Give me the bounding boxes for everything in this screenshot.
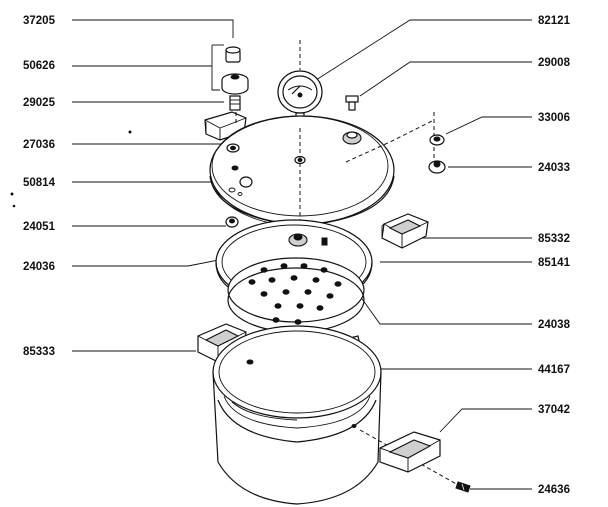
screw-29008	[345, 95, 359, 111]
part-label-44167: 44167	[538, 364, 570, 376]
vent-pipe-29025	[229, 95, 241, 111]
part-label-37205: 37205	[23, 15, 56, 27]
leader-29008	[359, 61, 532, 97]
part-label-29025: 29025	[23, 97, 56, 109]
rack-24038	[227, 257, 365, 333]
part-labels: 37205 50626 29025 27036 50814 24051 2403…	[23, 15, 571, 496]
part-label-85141: 85141	[538, 257, 571, 269]
part-label-24038: 24038	[538, 319, 571, 331]
part-label-33006: 33006	[538, 112, 570, 124]
part-label-50814: 50814	[23, 177, 56, 189]
vent-pipe-assembly	[221, 46, 249, 111]
nut-24033	[428, 160, 446, 174]
pot-rim	[212, 325, 382, 419]
leader-82121	[315, 19, 532, 81]
pot-body	[212, 325, 461, 505]
part-label-24636: 24636	[538, 484, 570, 496]
leader-24038	[359, 295, 532, 325]
part-label-24051: 24051	[23, 221, 56, 233]
part-label-85332: 85332	[538, 233, 570, 245]
leader-bracket-50626	[211, 45, 220, 91]
part-label-85333: 85333	[23, 346, 55, 358]
part-label-29008: 29008	[538, 57, 571, 69]
leader-33006	[445, 116, 532, 135]
part-label-50626: 50626	[23, 60, 55, 72]
pressure-gauge-82121	[277, 70, 323, 128]
part-label-24036: 24036	[23, 261, 55, 273]
handle-85332	[381, 213, 429, 249]
handle-37042	[379, 431, 441, 473]
part-label-82121: 82121	[538, 15, 571, 27]
part-label-37042: 37042	[538, 404, 570, 416]
fitting-50814	[239, 176, 253, 188]
rivet-24051	[225, 216, 239, 228]
pot-walls	[212, 371, 382, 505]
leader-37042	[439, 408, 532, 433]
screw-24636	[455, 481, 471, 493]
leader-37205	[72, 19, 234, 38]
part-label-27036: 27036	[23, 139, 55, 151]
washer-33006	[429, 134, 445, 146]
lid-outer-rim	[209, 115, 395, 225]
part-label-24033: 24033	[538, 162, 570, 174]
